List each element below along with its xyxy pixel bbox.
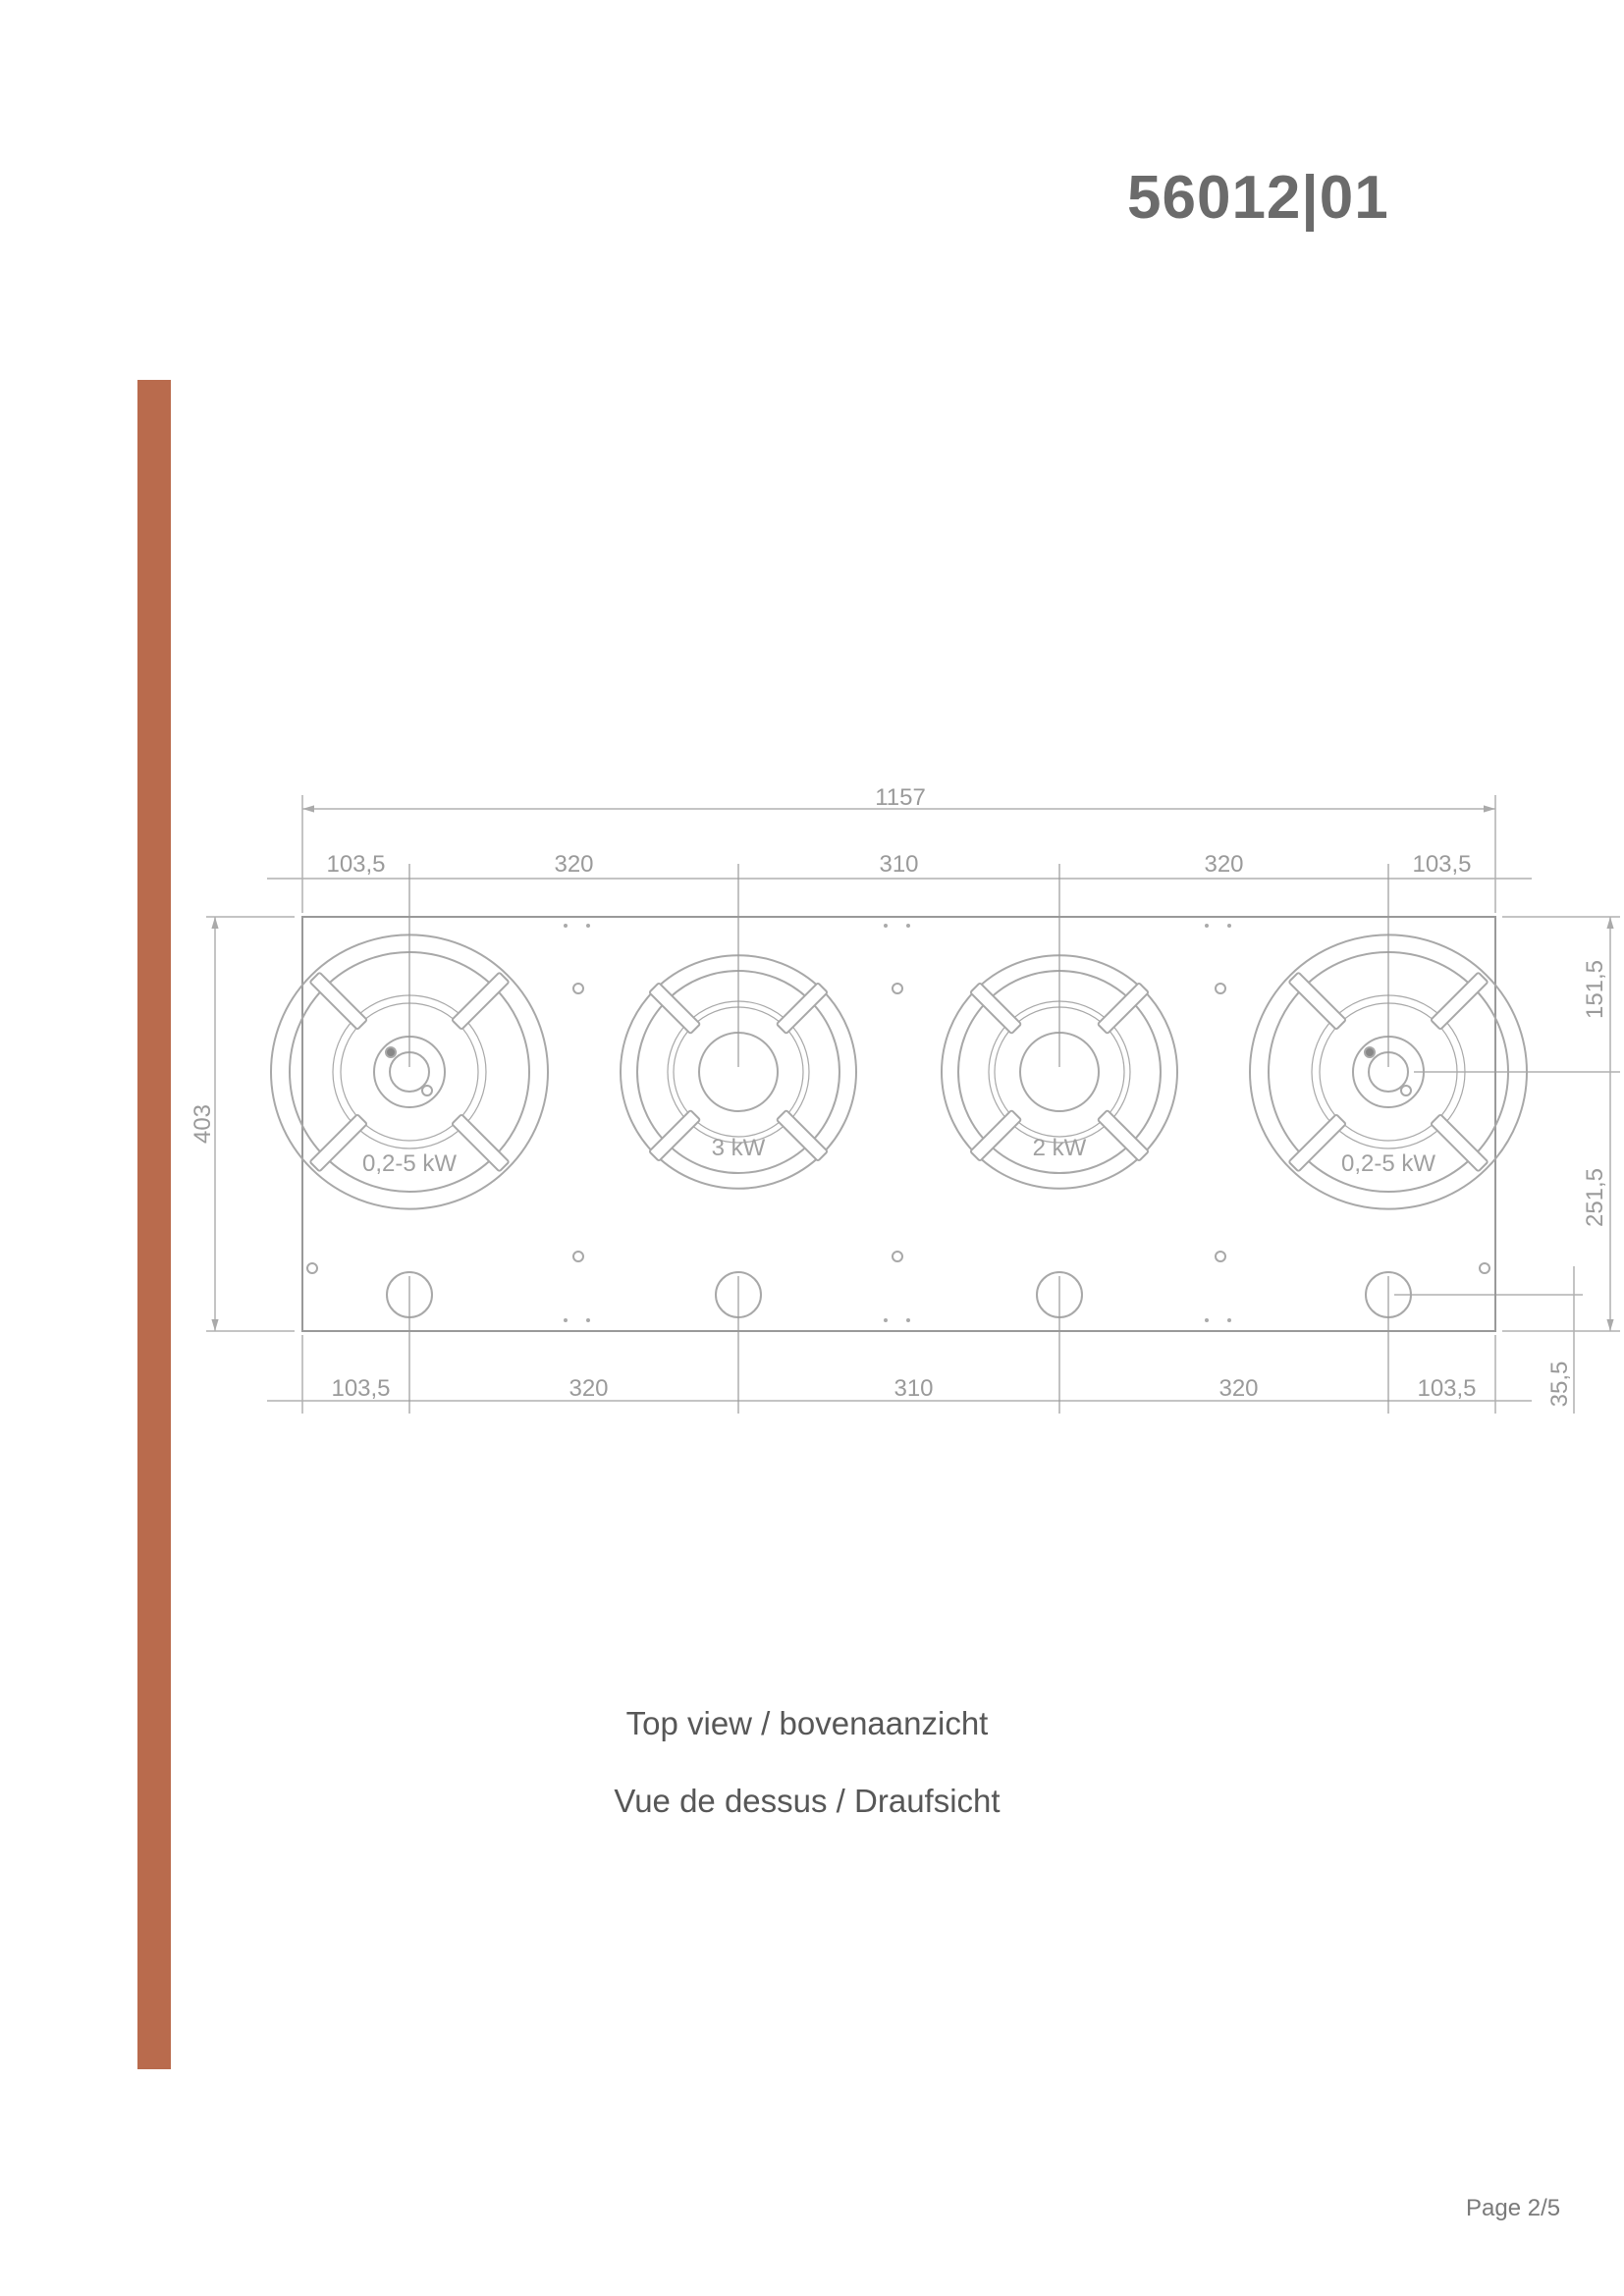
dim-depth: 403	[189, 1104, 216, 1144]
grate-arm	[1288, 1113, 1347, 1172]
grate-arm	[309, 1113, 368, 1172]
dim-bottom-segment: 103,5	[1417, 1375, 1476, 1402]
grate-arm	[451, 1113, 510, 1172]
burner-power-label: 0,2-5 kW	[362, 1150, 457, 1177]
dimensions: 1157 403 151,5 251,5 35,5 103,5 103,5 320 3…	[189, 784, 1620, 1414]
burner-power-label: 0,2-5 kW	[1341, 1150, 1435, 1177]
fixing-hole	[1479, 1262, 1490, 1274]
grate-arm	[309, 972, 368, 1031]
dim-bottom-segment: 320	[1218, 1375, 1258, 1402]
accent-bar	[137, 380, 171, 2069]
page-number: Page 2/5	[1466, 2195, 1561, 2221]
grate-arm	[776, 1109, 829, 1162]
dim-top-segment: 320	[1204, 851, 1243, 878]
dim-knob-offset: 35,5	[1546, 1362, 1573, 1408]
dim-burner-front: 251,5	[1582, 1168, 1608, 1227]
dim-top-segment: 310	[879, 851, 918, 878]
dim-top-segment: 103,5	[326, 851, 385, 878]
fixing-hole	[572, 983, 584, 994]
grate-arm	[648, 982, 701, 1035]
hob-outline	[301, 916, 1496, 1332]
dim-top-segment: 320	[554, 851, 593, 878]
burner-1: 0,2-5 kW	[270, 864, 549, 1210]
fixing-hole	[1215, 1251, 1226, 1262]
dim-top-segment: 103,5	[1412, 851, 1471, 878]
caption-line-1: Top view / bovenaanzicht	[625, 1705, 989, 1741]
grate-arm	[648, 1109, 701, 1162]
grate-arm	[969, 982, 1022, 1035]
grate-arm	[1097, 1109, 1150, 1162]
fixing-hole	[306, 1262, 318, 1274]
burner-power-label: 3 kW	[712, 1135, 766, 1161]
fixing-hole	[892, 983, 903, 994]
burner-2: 3 kW	[620, 864, 857, 1190]
fixing-hole	[892, 1251, 903, 1262]
model-number: 56012|01	[1127, 164, 1389, 232]
grate-arm	[1430, 1113, 1489, 1172]
fixing-hole	[1215, 983, 1226, 994]
dim-bottom-segment: 320	[568, 1375, 608, 1402]
burner-power-label: 2 kW	[1033, 1135, 1087, 1161]
grate-arm	[776, 982, 829, 1035]
dim-bottom-segment: 310	[893, 1375, 933, 1402]
burner-3: 2 kW	[941, 864, 1178, 1190]
caption-line-2: Vue de dessus / Draufsicht	[614, 1783, 1001, 1819]
burner-4: 0,2-5 kW	[1249, 864, 1528, 1210]
fixing-hole	[572, 1251, 584, 1262]
dim-overall-width: 1157	[875, 784, 926, 811]
grate-arm	[1288, 972, 1347, 1031]
grate-arm	[451, 972, 510, 1031]
grate-arm	[1097, 982, 1150, 1035]
grate-arm	[969, 1109, 1022, 1162]
dim-bottom-segment: 103,5	[331, 1375, 390, 1402]
dim-burner-back: 151,5	[1582, 960, 1608, 1019]
grate-arm	[1430, 972, 1489, 1031]
